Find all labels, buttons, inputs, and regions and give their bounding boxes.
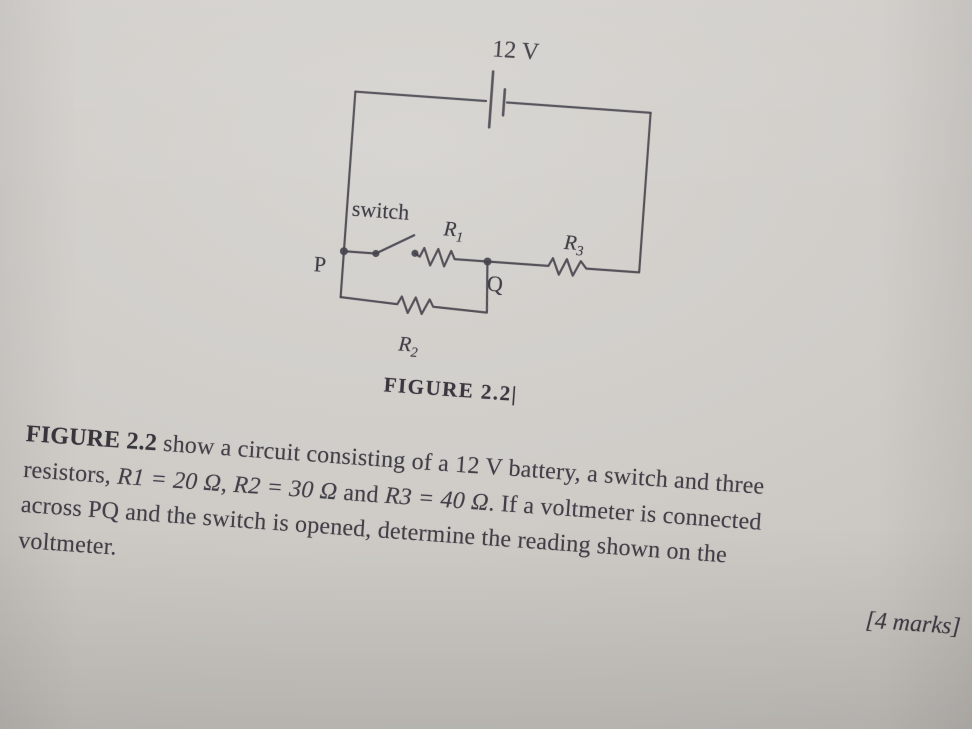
circuit-wires bbox=[339, 90, 652, 299]
battery-symbol bbox=[487, 70, 507, 129]
switch-label: switch bbox=[351, 195, 411, 225]
resistor-r1-label: R1 bbox=[442, 216, 464, 246]
point-q-label: Q bbox=[486, 270, 504, 297]
junction-p-dot bbox=[339, 247, 348, 256]
resistor-r2-symbol bbox=[339, 262, 489, 316]
battery-voltage-label: 12 V bbox=[491, 36, 540, 66]
resistor-r2-label: R2 bbox=[397, 331, 419, 361]
resistor-r3-symbol bbox=[486, 257, 641, 277]
resistor-r3-label: R3 bbox=[563, 229, 584, 260]
switch-symbol bbox=[339, 234, 419, 258]
point-p-label: P bbox=[313, 251, 328, 277]
resistor-r1-symbol bbox=[413, 246, 492, 268]
